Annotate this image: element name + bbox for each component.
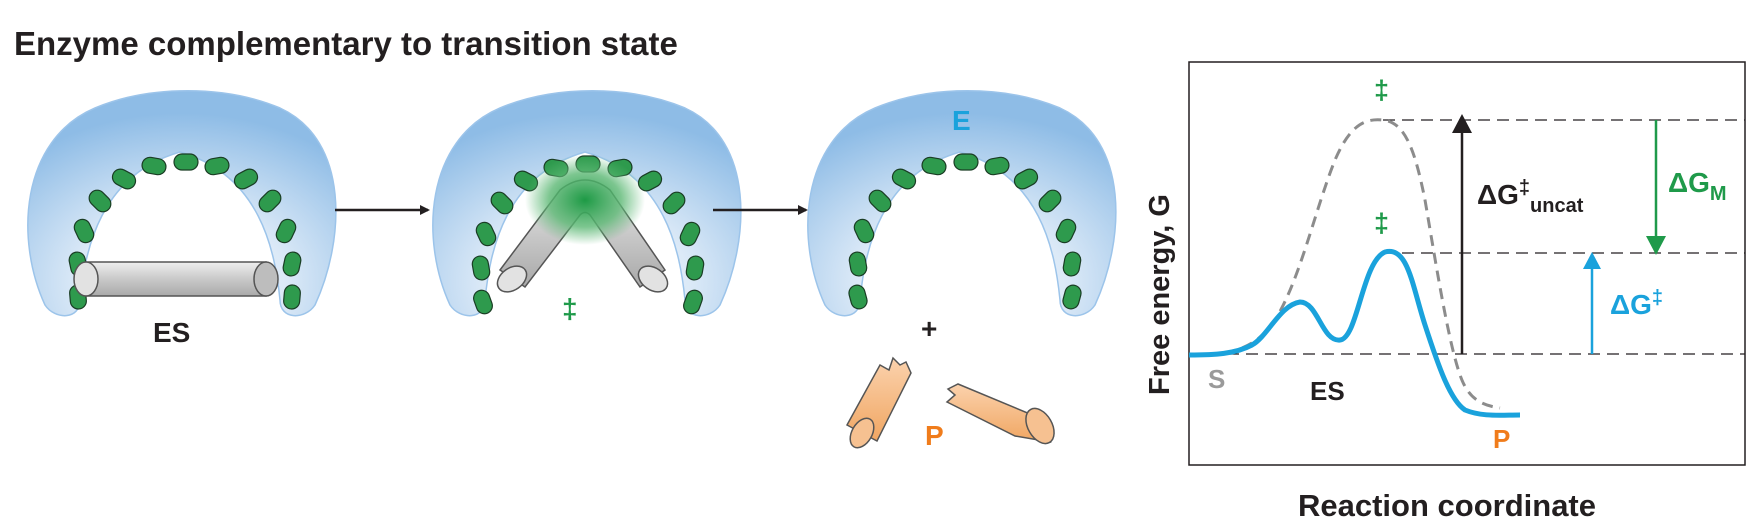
product-label: P xyxy=(1493,424,1510,454)
substrate-cylinder xyxy=(73,261,279,297)
enzyme-ts-panel: ‡ xyxy=(432,90,742,324)
binding-site-dashes xyxy=(68,153,302,310)
strained-substrate xyxy=(496,155,669,293)
dg-uncat-label: ΔG‡uncat xyxy=(1477,177,1584,217)
es-label: ES xyxy=(1310,376,1345,406)
enzyme-shape xyxy=(432,90,742,317)
dg-cat-label: ΔG‡ xyxy=(1610,287,1663,320)
transition-state-mark: ‡ xyxy=(562,293,578,324)
enzyme-free-panel: E + P xyxy=(807,90,1117,451)
plus-sign: + xyxy=(921,313,937,344)
product-label: P xyxy=(925,420,944,451)
ts-cat-mark: ‡ xyxy=(1374,208,1389,238)
product-fragment-right xyxy=(945,383,1055,445)
enzyme-shape xyxy=(27,90,337,317)
catalyzed-curve xyxy=(1188,248,1521,418)
energy-diagram: ‡ ‡ S ES P ΔG‡uncat ΔGM ΔG‡ Free energy,… xyxy=(1144,61,1746,523)
dg-cat-arrowhead xyxy=(1583,252,1601,269)
ts-uncat-mark: ‡ xyxy=(1374,75,1389,105)
x-axis-label: Reaction coordinate xyxy=(1298,488,1596,523)
substrate-label: S xyxy=(1208,364,1225,394)
plot-frame xyxy=(1188,61,1746,466)
dg-m-arrowhead xyxy=(1646,236,1666,255)
figure-title: Enzyme complementary to transition state xyxy=(14,25,678,62)
y-axis-label: Free energy, G xyxy=(1144,194,1176,395)
enzyme-shape xyxy=(807,90,1117,317)
product-fragment-left xyxy=(845,356,912,449)
dg-uncat-arrowhead xyxy=(1452,114,1472,133)
dg-m-label: ΔGM xyxy=(1668,167,1727,205)
binding-site-dashes xyxy=(848,153,1082,310)
es-label: ES xyxy=(153,317,190,348)
enzyme-es-panel: ES xyxy=(27,90,337,348)
enzyme-label: E xyxy=(952,105,971,136)
